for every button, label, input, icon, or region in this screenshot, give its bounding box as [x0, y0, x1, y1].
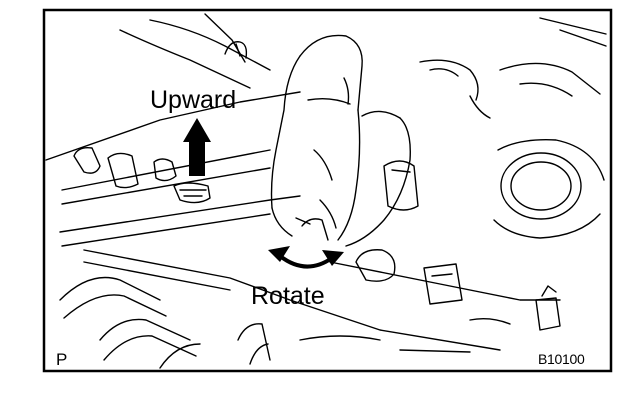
upward-arrow-icon	[183, 118, 211, 176]
rotate-arrow-icon	[268, 246, 344, 269]
engine-linework	[45, 13, 607, 369]
upward-label: Upward	[150, 86, 237, 114]
rotate-label: Rotate	[251, 282, 325, 310]
panel-letter: P	[56, 350, 68, 369]
figure-code: B10100	[538, 351, 585, 367]
